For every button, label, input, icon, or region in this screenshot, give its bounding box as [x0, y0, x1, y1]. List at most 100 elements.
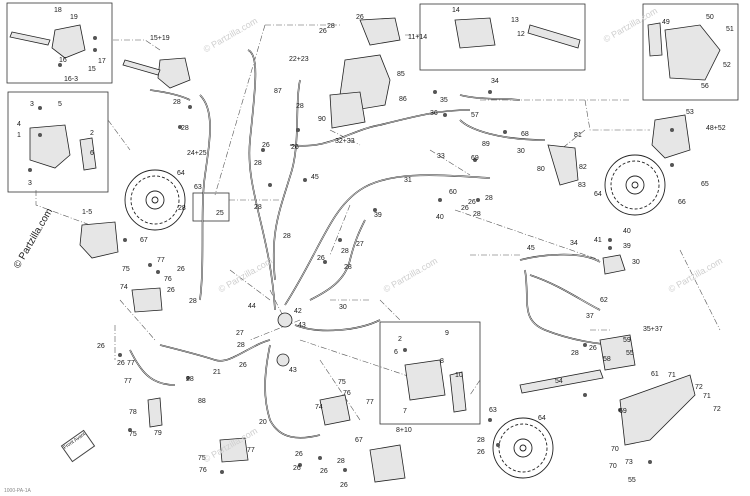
callout-label: 35: [440, 97, 448, 104]
callout-label: 54: [555, 378, 563, 385]
callout-label: 82: [579, 164, 587, 171]
callout-label: 69: [619, 408, 627, 415]
callout-label: 76: [199, 467, 207, 474]
callout-label: 26: [340, 482, 348, 489]
callout-label: 87: [274, 88, 282, 95]
callout-label: 26: [319, 28, 327, 35]
brake-disc-front-left: [124, 169, 186, 231]
callout-label: 75: [129, 431, 137, 438]
callout-label: 3: [30, 101, 34, 108]
callout-label: 30: [339, 304, 347, 311]
callout-label: 50: [706, 14, 714, 21]
callout-label: 19: [70, 14, 78, 21]
callout-label: 26: [477, 449, 485, 456]
callout-label: 75: [122, 266, 130, 273]
callout-label: 18: [54, 7, 62, 14]
callout-label: 88: [198, 398, 206, 405]
front-brake-lever: [9, 31, 51, 46]
callout-label: 65: [701, 181, 709, 188]
callout-label: 40: [623, 228, 631, 235]
callout-label: 77: [127, 360, 135, 367]
callout-label: 6: [90, 150, 94, 157]
inset-box-rear-caliper-right: [642, 3, 739, 101]
callout-label: 13: [511, 17, 519, 24]
callout-label: 71: [703, 393, 711, 400]
callout-label: 27: [356, 241, 364, 248]
callout-label: 28: [485, 195, 493, 202]
callout-label: 26: [97, 343, 105, 350]
callout-label: 28: [283, 233, 291, 240]
callout-label: 16: [59, 57, 67, 64]
brake-disc-rear-right: [604, 154, 666, 216]
rear-caliper-main: [651, 114, 691, 159]
callout-label: 45: [311, 174, 319, 181]
callout-label: 80: [537, 166, 545, 173]
callout-label: 41: [594, 237, 602, 244]
callout-label: 22+23: [289, 56, 309, 63]
callout-label: 60: [449, 189, 457, 196]
inset-box-front-caliper-left: [7, 91, 109, 193]
callout-label: 26: [589, 345, 597, 352]
callout-label: 26: [461, 205, 469, 212]
callout-label: 32+33: [335, 138, 355, 145]
inset-box-front-caliper-right: [379, 321, 481, 425]
rear-reservoir: [602, 254, 626, 275]
brake-disc-front-right: [492, 417, 554, 479]
callout-label: 45: [527, 245, 535, 252]
callout-label: 56: [701, 83, 709, 90]
callout-label: 73: [625, 459, 633, 466]
callout-label: 26: [167, 287, 175, 294]
callout-label: 28: [178, 205, 186, 212]
callout-label: 40: [436, 214, 444, 221]
callout-label: 2: [398, 336, 402, 343]
callout-label: 14: [452, 7, 460, 14]
callout-label: 3: [28, 180, 32, 187]
callout-label: 28: [254, 204, 262, 211]
callout-label: 51: [726, 26, 734, 33]
callout-label: 30: [632, 259, 640, 266]
callout-label: 71: [668, 372, 676, 379]
callout-label: 63: [194, 184, 202, 191]
callout-label: 28: [296, 103, 304, 110]
callout-label: 55: [626, 350, 634, 357]
front-caliper-left: [79, 221, 119, 259]
callout-label: 90: [318, 116, 326, 123]
callout-label: 35+37: [643, 326, 663, 333]
callout-label: 1-5: [82, 209, 93, 216]
callout-label: 28: [181, 125, 189, 132]
callout-label: 8: [440, 358, 444, 365]
callout-label: 67: [140, 237, 148, 244]
callout-label: 77: [366, 399, 374, 406]
callout-label: 20: [259, 419, 267, 426]
callout-label: 28: [473, 211, 481, 218]
callout-label: 64: [538, 415, 546, 422]
rear-caliper-inset: [664, 24, 721, 81]
callout-label: 37: [586, 313, 594, 320]
callout-label: 28: [254, 160, 262, 167]
callout-label: 59: [623, 337, 631, 344]
callout-label: 15: [88, 66, 96, 73]
callout-label: 63: [489, 407, 497, 414]
callout-label: 2: [90, 130, 94, 137]
callout-label: 52: [723, 62, 731, 69]
abs-module: [329, 91, 366, 129]
callout-label: 26: [262, 142, 270, 149]
front-master-cylinder-main: [157, 57, 191, 89]
callout-label: 28: [173, 99, 181, 106]
callout-label: 58: [603, 356, 611, 363]
inset-box-tee: [192, 192, 230, 222]
callout-label: 11+14: [408, 34, 428, 41]
callout-label: 77: [247, 447, 255, 454]
callout-label: 70: [609, 463, 617, 470]
callout-label: 10: [455, 372, 463, 379]
callout-label: 43: [289, 367, 297, 374]
callout-label: 31: [404, 177, 412, 184]
callout-label: 76: [164, 276, 172, 283]
front-caliper-inset: [29, 124, 71, 169]
callout-label: 78: [129, 409, 137, 416]
callout-label: 26: [356, 14, 364, 21]
rear-master-cylinder: [359, 17, 401, 46]
callout-label: 26: [317, 255, 325, 262]
callout-label: 28: [344, 264, 352, 271]
callout-label: 36: [430, 110, 438, 117]
